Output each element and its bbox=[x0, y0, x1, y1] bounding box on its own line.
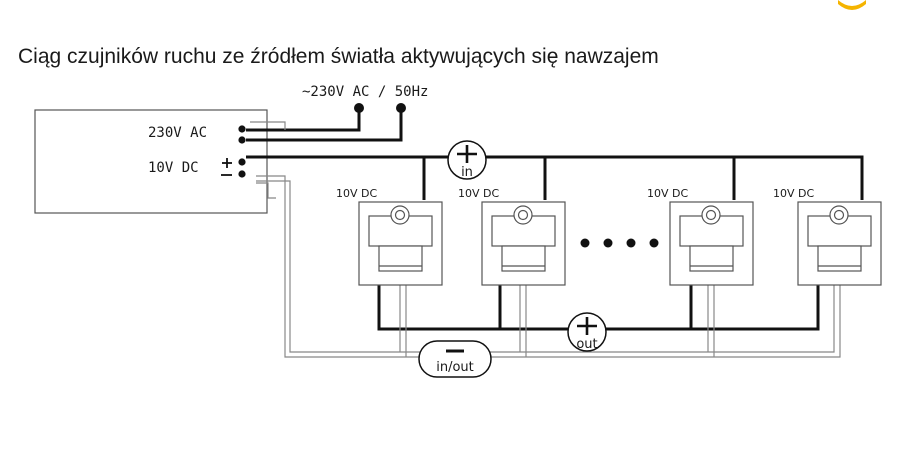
sensor-4-label: 10V DC bbox=[773, 187, 814, 200]
minus-label: in/out bbox=[436, 360, 474, 375]
plus-in-icon bbox=[457, 145, 477, 163]
minus-bus bbox=[256, 175, 841, 358]
plus-out-label: out bbox=[576, 337, 597, 352]
psu-ac-label: 230V AC bbox=[148, 125, 207, 141]
plus-in-label: in bbox=[461, 165, 473, 180]
plus-in-badge: in bbox=[447, 140, 487, 180]
psu-dc-label: 10V DC bbox=[148, 160, 199, 176]
plus-out-badge: out bbox=[567, 312, 607, 352]
sensor-2: 10V DC bbox=[458, 187, 566, 286]
psu-terminals bbox=[238, 125, 246, 178]
psu-thin-stubs bbox=[250, 121, 286, 199]
sensor-1-label: 10V DC bbox=[336, 187, 377, 200]
sensor-2-label: 10V DC bbox=[458, 187, 499, 200]
logo-accent-mark bbox=[838, 0, 866, 10]
sensor-3-label: 10V DC bbox=[647, 187, 688, 200]
sensor-1: 10V DC bbox=[336, 187, 443, 286]
sensor-3: 10V DC bbox=[647, 187, 754, 286]
diagram-title: Ciąg czujników ruchu ze źródłem światła … bbox=[18, 45, 659, 68]
minus-badge: in/out bbox=[418, 340, 492, 378]
sensor-4: 10V DC bbox=[773, 187, 882, 286]
ac-wires bbox=[246, 103, 406, 142]
mains-label: ~230V AC / 50Hz bbox=[302, 84, 428, 100]
continuation-dots bbox=[580, 238, 659, 248]
psu-plus-icon bbox=[222, 158, 232, 168]
power-supply: 230V AC 10V DC bbox=[34, 109, 268, 214]
plus-out-icon bbox=[577, 317, 597, 335]
